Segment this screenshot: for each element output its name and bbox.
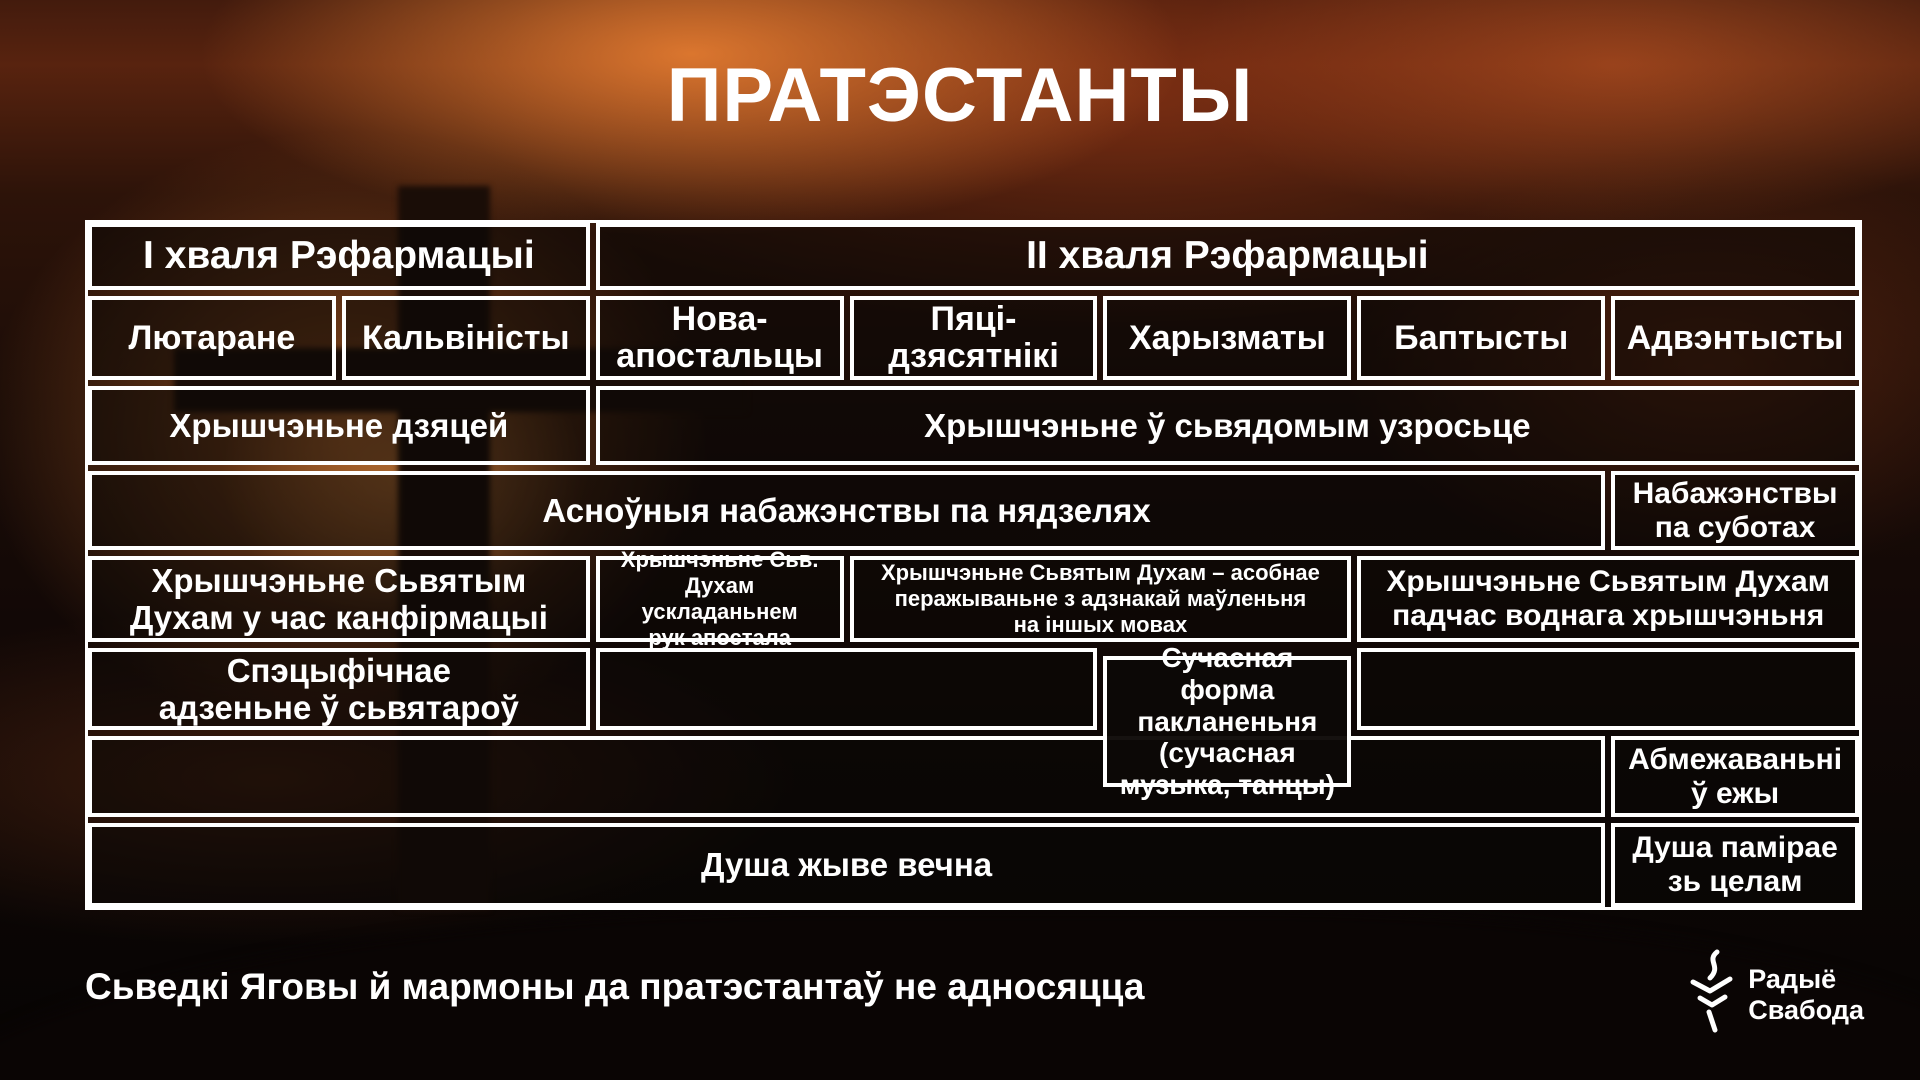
cell-spirit-tongues: Хрышчэньне Сьвятым Духам – асобнае пераж…	[849, 556, 1352, 642]
page-title: ПРАТЭСТАНТЫ	[666, 53, 1254, 138]
denomination-calvinists: Кальвіністы	[341, 296, 590, 380]
cell-food-restrictions: Абмежаваньні ў ежы	[1611, 736, 1859, 817]
cell-spirit-water-baptism: Хрышчэньне Сьвятым Духам падчас воднага …	[1357, 556, 1859, 642]
denomination-adventists: Адвэнтысты	[1611, 296, 1859, 380]
cell-services-sunday: Асноўныя набажэнствы па нядзелях	[88, 471, 1606, 550]
footer-note: Сьведкі Яговы й мармоны да пратэстантаў …	[85, 966, 1145, 1007]
cell-soul-dies: Душа памірае зь целам	[1611, 823, 1859, 907]
cell-modern-worship: Сучасная форма пакланеньня (сучасная муз…	[1103, 642, 1352, 800]
denomination-lutherans: Лютаране	[88, 296, 336, 380]
denomination-new-apostolics: Нова- апостальцы	[595, 296, 844, 380]
comparison-table: І хваля Рэфармацыі ІІ хваля Рэфармацыі Л…	[85, 220, 1862, 910]
cell-spirit-confirmation: Хрышчэньне Сьвятым Духам у час канфірмац…	[88, 556, 590, 642]
denomination-charismatics: Харызматы	[1103, 296, 1352, 380]
logo-line-1: Радыё	[1748, 964, 1837, 994]
cell-soul-eternal: Душа жыве вечна	[88, 823, 1606, 907]
torch-icon	[1690, 949, 1733, 1033]
cell-baptism-children: Хрышчэньне дзяцей	[88, 386, 590, 465]
wave-2-header: ІІ хваля Рэфармацыі	[595, 223, 1859, 290]
wave-1-header: І хваля Рэфармацыі	[88, 223, 590, 290]
logo-text: Радыё Свабода	[1748, 948, 1864, 1027]
empty-cell	[1357, 648, 1859, 730]
denomination-baptists: Баптысты	[1357, 296, 1606, 380]
empty-cell	[88, 736, 1606, 817]
denomination-pentecostals: Пяці- дзясятнікі	[849, 296, 1098, 380]
empty-cell	[595, 648, 1098, 730]
cell-baptism-adult: Хрышчэньне ў сьвядомым узросьце	[595, 386, 1859, 465]
cell-services-saturday: Набажэнствы па суботах	[1611, 471, 1859, 550]
radio-svaboda-logo: Радыё Свабода	[1684, 948, 1864, 1034]
logo-line-2: Свабода	[1748, 995, 1864, 1026]
cell-spirit-apostle-hands: Хрышчэньне Сьв. Духам ускладаньнем рук а…	[595, 547, 844, 650]
cell-priest-clothing: Спэцыфічнае адзеньне ў сьвятароў	[88, 648, 590, 730]
